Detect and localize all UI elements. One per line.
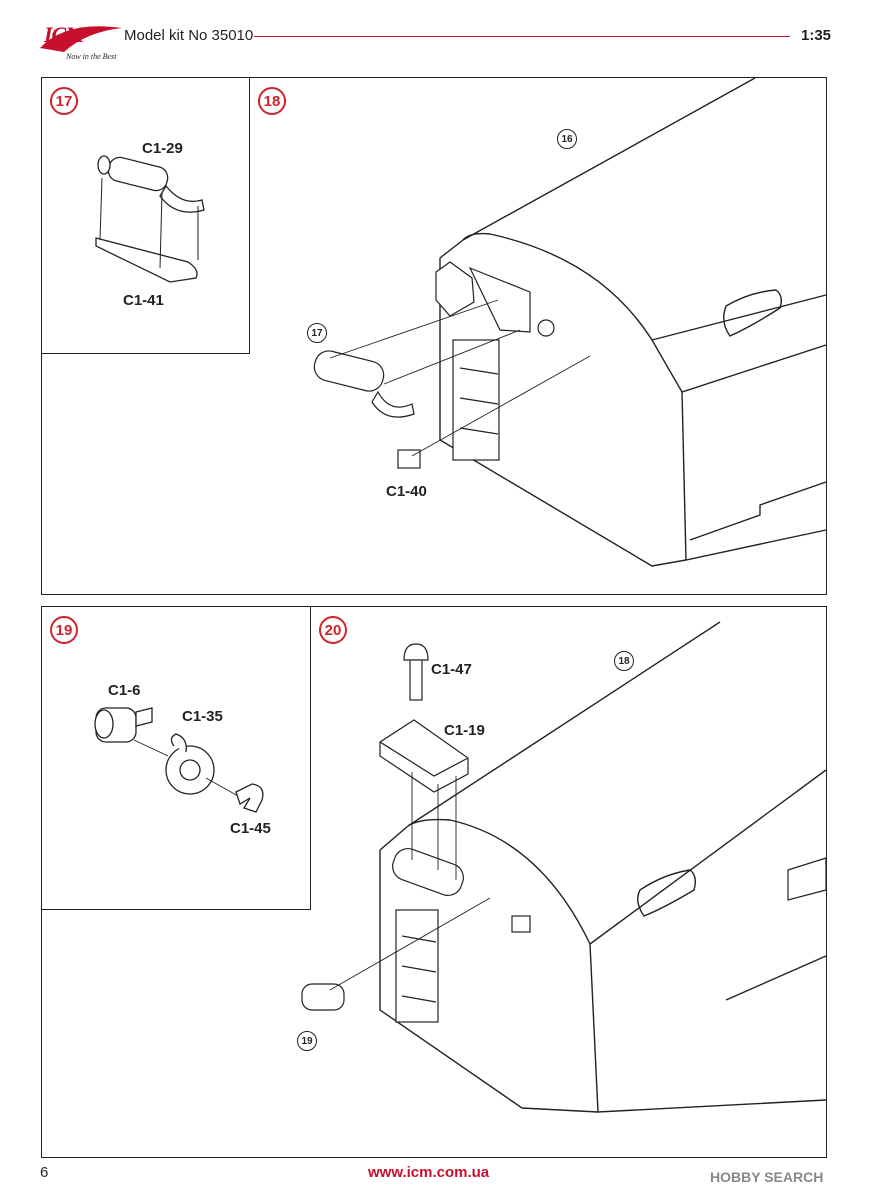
website-link[interactable]: www.icm.com.ua (368, 1164, 490, 1181)
step-18-sub-ref: 17 (307, 323, 327, 343)
page-number: 6 (40, 1164, 49, 1181)
part-label-c1-29: C1-29 (142, 140, 183, 157)
header-divider (254, 36, 790, 37)
part-label-c1-40: C1-40 (386, 483, 427, 500)
kit-title: Model kit No 35010 (124, 27, 254, 44)
step-18-ref: 16 (557, 129, 577, 149)
icm-logo-icon (40, 26, 122, 52)
part-label-c1-35: C1-35 (182, 708, 223, 725)
page-header: ICM Now in the Best Model kit No 35010 1… (0, 0, 869, 75)
scale-label: 1:35 (801, 27, 832, 44)
part-label-c1-47: C1-47 (431, 661, 472, 678)
watermark: HOBBY SEARCH (710, 1169, 824, 1185)
step-20-number: 20 (319, 616, 347, 644)
part-label-c1-45: C1-45 (230, 820, 271, 837)
step-18-panel (41, 77, 827, 595)
part-label-c1-19: C1-19 (444, 722, 485, 739)
part-label-c1-6: C1-6 (108, 682, 141, 699)
step-18-number: 18 (258, 87, 286, 115)
brand-name: ICM (44, 22, 85, 47)
step-20-ref: 18 (614, 651, 634, 671)
step-17-number: 17 (50, 87, 78, 115)
brand-tagline: Now in the Best (66, 52, 117, 61)
part-label-c1-41: C1-41 (123, 292, 164, 309)
step-19-number: 19 (50, 616, 78, 644)
step-20-sub-ref: 19 (297, 1031, 317, 1051)
